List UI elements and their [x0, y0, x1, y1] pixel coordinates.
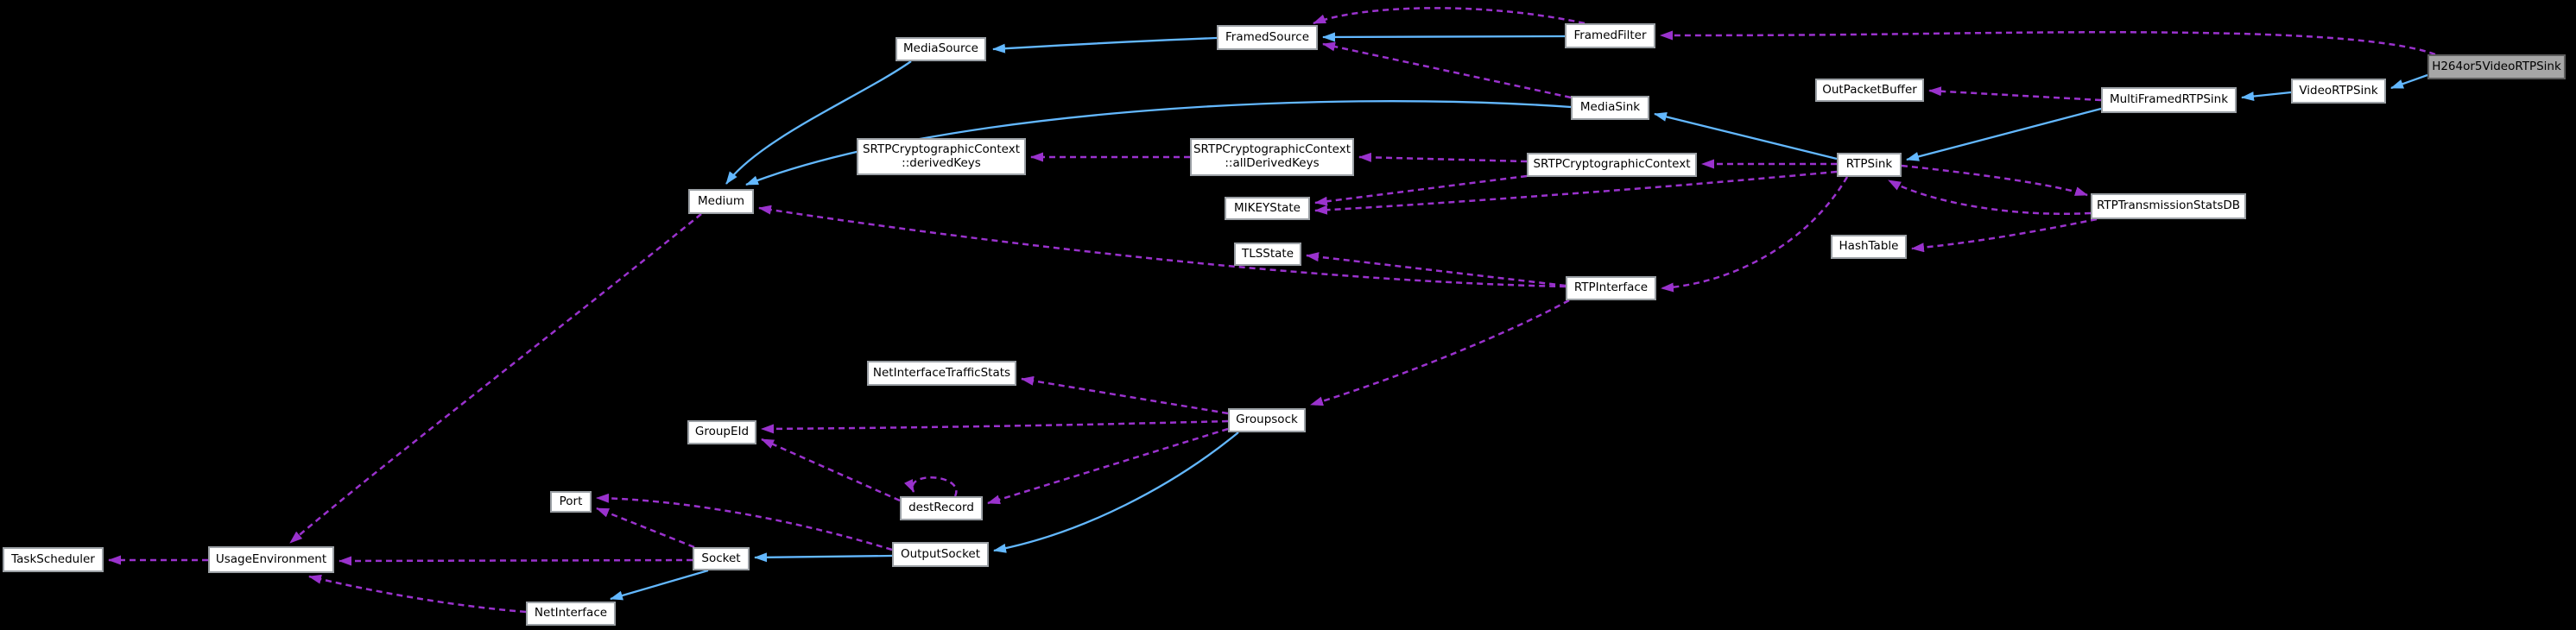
node-label-rtptransmissionstatsdb: RTPTransmissionStatsDB — [2096, 198, 2241, 213]
node-groupsock[interactable]: Groupsock — [1228, 408, 1306, 432]
node-mediasink[interactable]: MediaSink — [1571, 96, 1649, 120]
edge-srtpcryptographiccontext-to-mikeystate — [1314, 174, 1528, 206]
node-label-framedfilter: FramedFilter — [1573, 28, 1647, 42]
node-label-tlsstate: TLSState — [1241, 246, 1294, 261]
node-label-netinterfacetrafficstats: NetInterfaceTrafficStats — [872, 365, 1011, 380]
node-multiframedrtpsink[interactable]: MultiFramedRTPSink — [2101, 87, 2237, 113]
edge-h264or5videortpsink-to-videortpsink — [2390, 73, 2428, 90]
node-tlsstate[interactable]: TLSState — [1234, 243, 1301, 266]
node-h264or5videortpsink[interactable]: H264or5VideoRTPSink — [2427, 54, 2566, 79]
edge-mediasink-to-framedsource — [1322, 41, 1572, 99]
edge-rtpsink-to-mediasink — [1654, 112, 1838, 161]
node-framedsource[interactable]: FramedSource — [1217, 25, 1318, 50]
edge-videortpsink-to-multiframedrtpsink — [2241, 91, 2292, 102]
node-label-srtpderivedkeys: SRTPCryptographicContext ::derivedKeys — [862, 142, 1021, 170]
node-label-netinterface: NetInterface — [534, 606, 608, 621]
edge-socket-to-port — [596, 507, 695, 549]
node-label-usageenvironment: UsageEnvironment — [215, 551, 327, 566]
edge-multiframedrtpsink-to-rtpsink — [1906, 107, 2102, 161]
node-label-mediasink: MediaSink — [1579, 100, 1641, 115]
node-hashtable[interactable]: HashTable — [1831, 235, 1907, 259]
edge-srtpcryptographiccontext-to-srtpallderivedkeys — [1358, 152, 1528, 163]
node-label-port: Port — [559, 494, 583, 508]
node-netinterfacetrafficstats[interactable]: NetInterfaceTrafficStats — [867, 361, 1016, 386]
edge-outputsocket-to-socket — [754, 552, 893, 563]
edge-destrecord-to-destrecord — [904, 476, 958, 497]
node-label-socket: Socket — [701, 551, 741, 565]
node-mediasource[interactable]: MediaSource — [896, 37, 986, 61]
node-srtpallderivedkeys[interactable]: SRTPCryptographicContext ::allDerivedKey… — [1190, 138, 1354, 176]
node-outputsocket[interactable]: OutputSocket — [892, 542, 989, 567]
edge-rtptransmissionstatsdb-to-hashtable — [1911, 217, 2098, 253]
edge-framedsource-to-mediasource — [992, 36, 1218, 54]
node-outpacketbuffer[interactable]: OutPacketBuffer — [1815, 79, 1924, 102]
node-mikeystate[interactable]: MIKEYState — [1225, 197, 1310, 220]
node-label-destrecord: destRecord — [908, 501, 974, 515]
node-label-medium: Medium — [698, 193, 744, 208]
node-usageenvironment[interactable]: UsageEnvironment — [208, 546, 334, 573]
edge-rtpsink-to-mikeystate — [1314, 170, 1838, 215]
node-port[interactable]: Port — [550, 491, 592, 513]
node-label-srtpallderivedkeys: SRTPCryptographicContext ::allDerivedKey… — [1193, 142, 1351, 170]
edge-mediasink-to-medium — [745, 100, 1572, 186]
edge-framedfilter-to-framedsource — [1322, 32, 1566, 42]
node-label-hashtable: HashTable — [1839, 239, 1899, 254]
edge-rtpinterface-to-tlsstate — [1306, 252, 1566, 287]
edge-groupsock-to-groupeid — [761, 419, 1229, 434]
node-medium[interactable]: Medium — [688, 189, 754, 214]
node-label-h264or5videortpsink: H264or5VideoRTPSink — [2432, 59, 2561, 73]
edge-socket-to-usageenvironment — [339, 556, 693, 566]
node-label-framedsource: FramedSource — [1225, 29, 1309, 44]
node-videortpsink[interactable]: VideoRTPSink — [2291, 79, 2386, 104]
edge-groupsock-to-destrecord — [987, 427, 1229, 505]
node-socket[interactable]: Socket — [693, 547, 750, 570]
node-label-taskscheduler: TaskScheduler — [11, 551, 95, 566]
node-label-srtpcryptographiccontext: SRTPCryptographicContext — [1533, 157, 1691, 172]
node-destrecord[interactable]: destRecord — [900, 496, 983, 520]
edge-multiframedrtpsink-to-outpacketbuffer — [1928, 86, 2102, 102]
edge-destrecord-to-groupeid — [761, 438, 901, 502]
node-netinterface[interactable]: NetInterface — [526, 602, 616, 626]
node-groupeid[interactable]: GroupEId — [687, 420, 756, 444]
node-srtpderivedkeys[interactable]: SRTPCryptographicContext ::derivedKeys — [857, 138, 1026, 175]
edge-rtpsink-to-rtptransmissionstatsdb — [1901, 164, 2088, 197]
node-label-groupeid: GroupEId — [694, 425, 750, 439]
node-label-outputsocket: OutputSocket — [900, 546, 981, 561]
edge-medium-to-usageenvironment — [289, 213, 702, 544]
edge-groupsock-to-outputsocket — [993, 432, 1239, 553]
edge-rtpsink-to-rtpinterface — [1661, 176, 1849, 293]
node-label-mediasource: MediaSource — [903, 41, 978, 56]
node-label-outpacketbuffer: OutPacketBuffer — [1822, 82, 1917, 97]
edge-mediasource-to-medium — [725, 60, 912, 185]
node-taskscheduler[interactable]: TaskScheduler — [3, 547, 104, 572]
node-label-rtpinterface: RTPInterface — [1573, 280, 1649, 295]
node-rtpinterface[interactable]: RTPInterface — [1566, 276, 1656, 300]
edge-rtpinterface-to-groupsock — [1310, 299, 1570, 406]
edge-groupsock-to-netinterfacetrafficstats — [1021, 375, 1229, 415]
node-framedfilter[interactable]: FramedFilter — [1565, 23, 1655, 48]
node-rtpsink[interactable]: RTPSink — [1837, 153, 1902, 177]
node-rtptransmissionstatsdb[interactable]: RTPTransmissionStatsDB — [2091, 193, 2246, 219]
node-label-videortpsink: VideoRTPSink — [2299, 83, 2378, 98]
edge-rtpinterface-to-medium — [758, 205, 1566, 288]
edge-socket-to-netinterface — [610, 569, 709, 601]
edge-h264or5videortpsink-to-framedfilter — [1660, 30, 2436, 56]
node-srtpcryptographiccontext[interactable]: SRTPCryptographicContext — [1527, 153, 1697, 177]
edge-netinterface-to-usageenvironment — [308, 574, 527, 614]
edge-framedfilter-to-framedsource — [1313, 7, 1585, 25]
node-label-groupsock: Groupsock — [1236, 413, 1298, 427]
node-label-multiframedrtpsink: MultiFramedRTPSink — [2109, 92, 2229, 107]
node-label-rtpsink: RTPSink — [1845, 157, 1893, 172]
edge-rtptransmissionstatsdb-to-rtpsink — [1888, 179, 2092, 215]
node-label-mikeystate: MIKEYState — [1234, 200, 1301, 215]
edge-outputsocket-to-port — [596, 493, 893, 551]
